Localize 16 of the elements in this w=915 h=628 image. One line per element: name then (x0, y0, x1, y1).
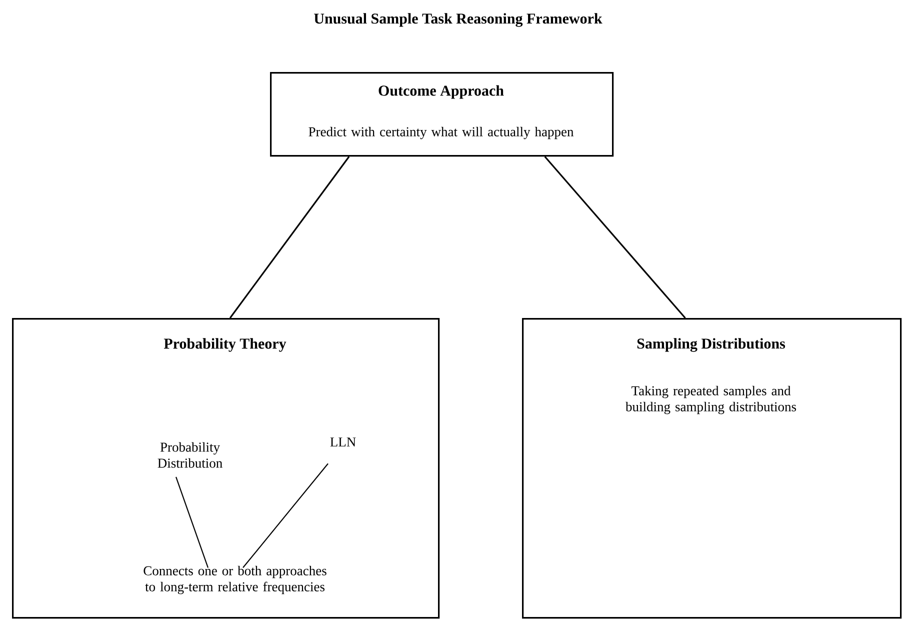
connector-line (242, 463, 328, 568)
concept-text: Connects one or both approaches to long-term relative frequencies (144, 566, 326, 594)
concept-text: LLN (330, 438, 356, 446)
box-description: Taking repeated samples and building sampling distributions (626, 386, 796, 414)
box-heading: Outcome Approach (378, 85, 504, 99)
box-heading: Probability Theory (164, 338, 286, 352)
connector-line (544, 156, 686, 319)
outcome-box (270, 72, 614, 157)
connector-line (229, 156, 350, 318)
connector-line (175, 476, 209, 568)
sampling-box (522, 318, 902, 619)
box-heading: Sampling Distributions (637, 338, 786, 352)
theory-box (12, 318, 440, 619)
box-description: Predict with certainty what will actually happen (308, 126, 574, 140)
title: Unusual Sample Task Reasoning Framework (314, 13, 602, 27)
concept-text: Probability Distribution (158, 442, 222, 468)
